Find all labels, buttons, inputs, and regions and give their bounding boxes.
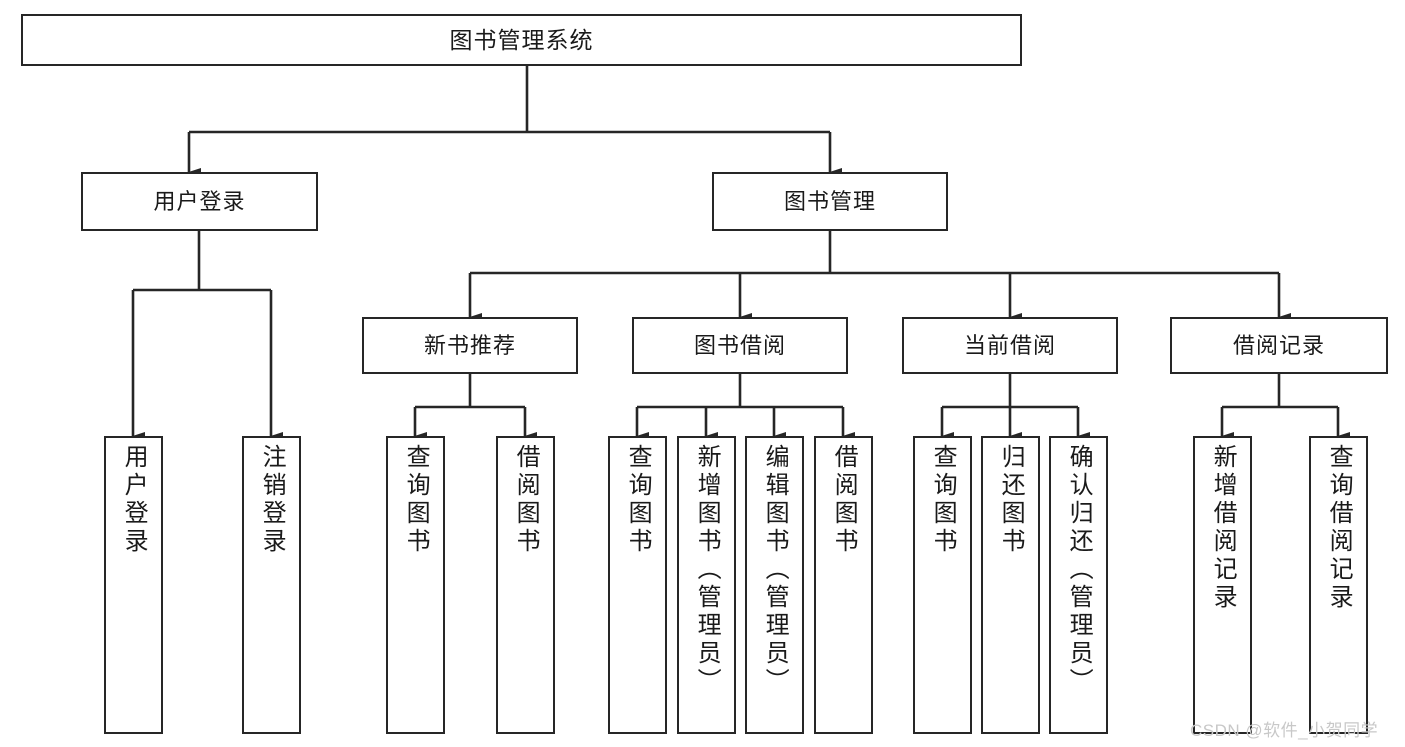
leaf-query-book-borrow[interactable]: 查询图书 — [608, 436, 667, 734]
leaf-borrow-book[interactable]: 借阅图书 — [814, 436, 873, 734]
leaf-query-book-current[interactable]: 查询图书 — [913, 436, 972, 734]
node-root-system[interactable]: 图书管理系统 — [21, 14, 1022, 66]
node-label: 编辑图书（管理员） — [761, 444, 789, 696]
node-label: 借阅记录 — [1232, 332, 1325, 358]
node-label: 注销登录 — [258, 444, 286, 556]
leaf-add-book-admin[interactable]: 新增图书（管理员） — [677, 436, 736, 734]
node-label: 新增借阅记录 — [1209, 444, 1237, 612]
leaf-logout[interactable]: 注销登录 — [242, 436, 301, 734]
node-label: 确认归还（管理员） — [1065, 444, 1093, 696]
leaf-query-borrow-record[interactable]: 查询借阅记录 — [1309, 436, 1368, 734]
node-new-book-recommend[interactable]: 新书推荐 — [362, 317, 578, 374]
node-label: 图书管理 — [783, 188, 876, 214]
node-borrow-record[interactable]: 借阅记录 — [1170, 317, 1388, 374]
node-label: 图书借阅 — [693, 332, 786, 358]
leaf-confirm-return-admin[interactable]: 确认归还（管理员） — [1049, 436, 1108, 734]
node-current-borrow[interactable]: 当前借阅 — [902, 317, 1118, 374]
node-label: 当前借阅 — [963, 332, 1056, 358]
node-label: 新增图书（管理员） — [693, 444, 721, 696]
node-user-login[interactable]: 用户登录 — [81, 172, 318, 231]
leaf-return-book[interactable]: 归还图书 — [981, 436, 1040, 734]
node-label: 用户登录 — [153, 188, 246, 214]
node-label: 新书推荐 — [423, 332, 516, 358]
node-book-management[interactable]: 图书管理 — [712, 172, 948, 231]
node-label: 借阅图书 — [830, 444, 858, 556]
leaf-user-login[interactable]: 用户登录 — [104, 436, 163, 734]
node-label: 图书管理系统 — [449, 26, 594, 53]
node-label: 查询图书 — [929, 444, 957, 556]
leaf-add-borrow-record[interactable]: 新增借阅记录 — [1193, 436, 1252, 734]
node-label: 查询借阅记录 — [1325, 444, 1353, 612]
node-label: 归还图书 — [997, 444, 1025, 556]
node-label: 查询图书 — [402, 444, 430, 556]
node-label: 查询图书 — [624, 444, 652, 556]
leaf-edit-book-admin[interactable]: 编辑图书（管理员） — [745, 436, 804, 734]
node-label: 借阅图书 — [512, 444, 540, 556]
csdn-watermark: CSDN @软件_小贺同学 — [1190, 721, 1379, 740]
leaf-borrow-book-recommend[interactable]: 借阅图书 — [496, 436, 555, 734]
leaf-query-book-recommend[interactable]: 查询图书 — [386, 436, 445, 734]
node-book-borrow[interactable]: 图书借阅 — [632, 317, 848, 374]
node-label: 用户登录 — [120, 444, 148, 556]
